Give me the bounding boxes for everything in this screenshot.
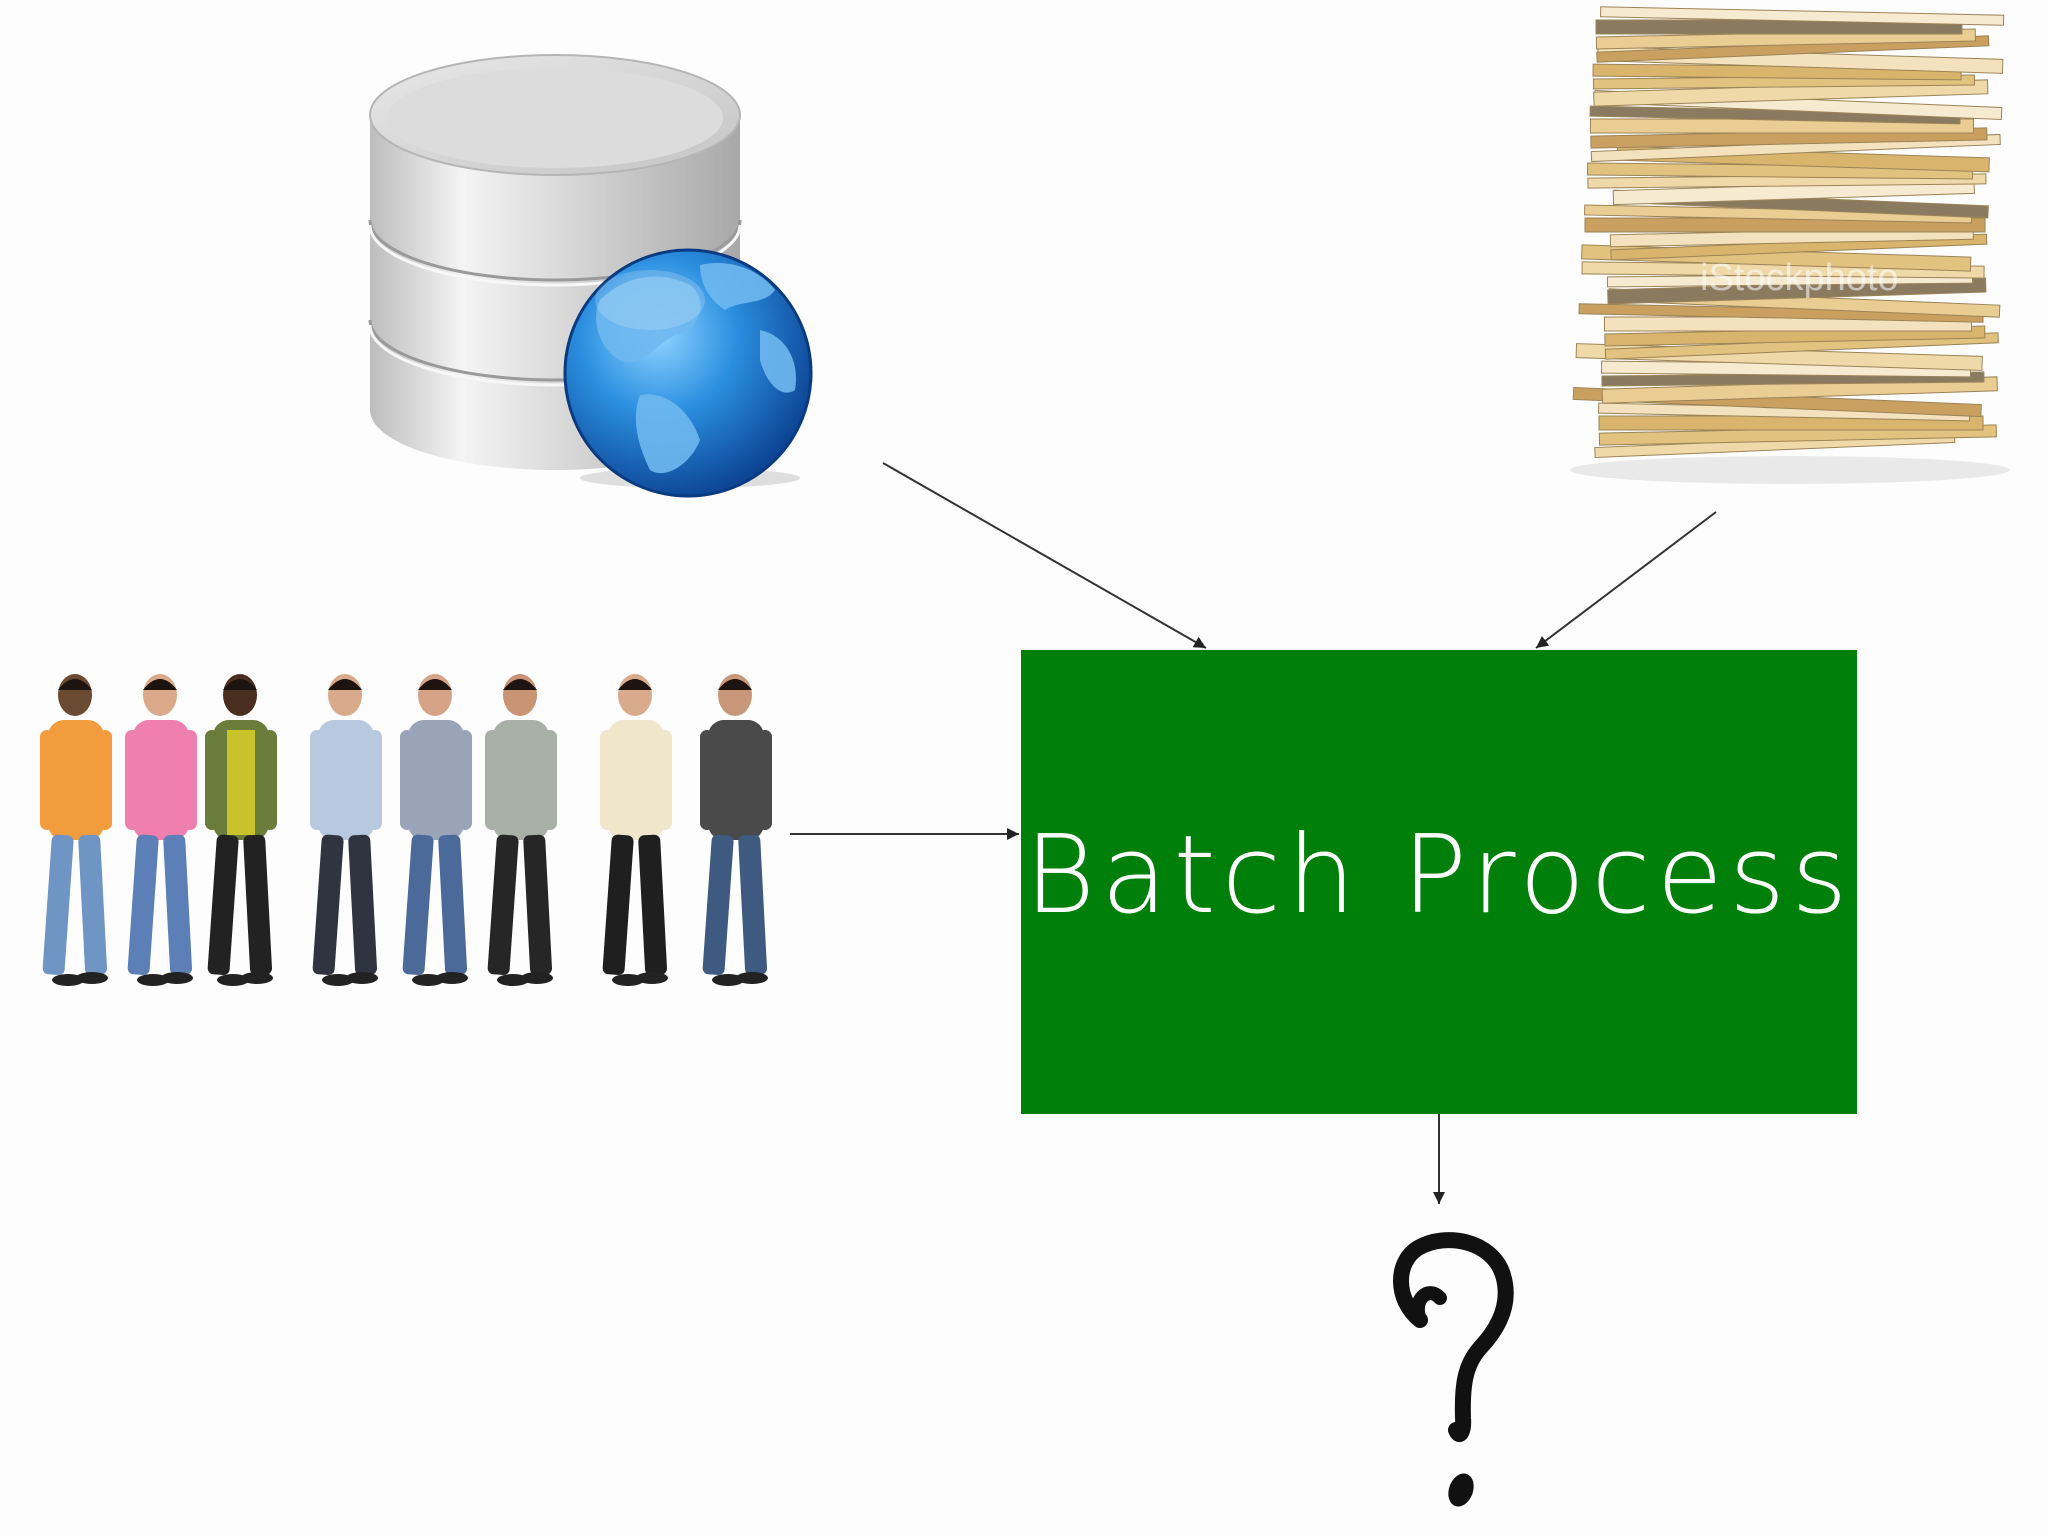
paper-sheet [1600, 6, 2005, 26]
process-box-label: Batch Process [1024, 813, 1853, 938]
connector-arrows [790, 462, 1717, 1204]
batch-process-box: Batch Process [1021, 650, 1857, 1114]
person-in-queue [485, 674, 557, 986]
person-in-queue [205, 674, 277, 986]
arrow-files-to-process [1535, 511, 1717, 649]
person-in-queue [400, 674, 472, 986]
people-queue-icon [40, 674, 772, 986]
arrow-database-to-process [882, 462, 1207, 649]
globe-icon [563, 248, 813, 498]
person-in-queue [125, 674, 197, 986]
stock-watermark: iStockphoto [1700, 257, 1899, 299]
person-in-queue [40, 674, 112, 986]
person-in-queue [600, 674, 672, 986]
paper-files-stack-icon: iStockphoto [1570, 6, 2010, 484]
database-globe-icon [368, 54, 813, 498]
process-box-rect [1021, 650, 1857, 1114]
output-question-mark [1393, 1232, 1514, 1507]
person-in-queue [700, 674, 772, 986]
person-in-queue [310, 674, 382, 986]
